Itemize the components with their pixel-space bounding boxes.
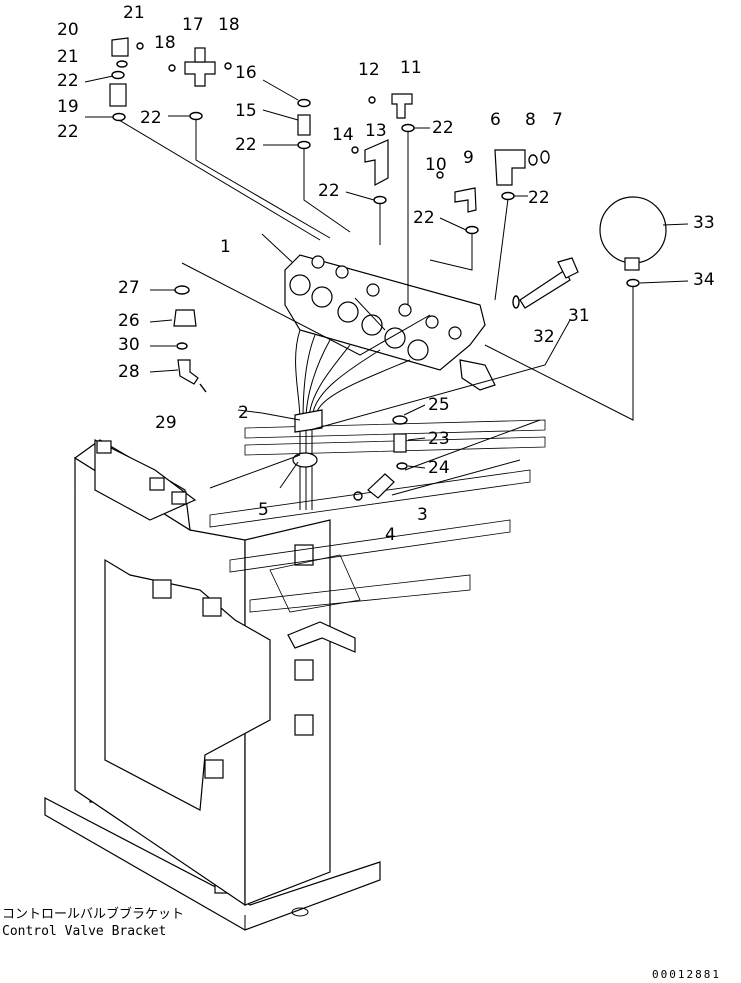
callout-22d: 22 [235, 135, 257, 155]
callout-20: 20 [57, 20, 79, 40]
callout-28: 28 [118, 362, 140, 382]
callout-31: 31 [568, 306, 590, 326]
callout-29: 29 [155, 413, 177, 433]
callout-8: 8 [525, 110, 536, 130]
callout-30: 30 [118, 335, 140, 355]
callout-7: 7 [552, 110, 563, 130]
callout-32: 32 [533, 327, 555, 347]
callout-4: 4 [385, 525, 396, 545]
callout-21a: 21 [123, 3, 145, 23]
callout-12: 12 [358, 60, 380, 80]
control-valve-bracket [44, 439, 381, 931]
callout-22g: 22 [413, 208, 435, 228]
watermark-shapes [209, 419, 546, 613]
control-valve [284, 254, 496, 510]
callout-22a: 22 [57, 71, 79, 91]
callout-19: 19 [57, 97, 79, 117]
callout-1: 1 [220, 237, 231, 257]
callout-13: 13 [365, 121, 387, 141]
callout-22c: 22 [140, 108, 162, 128]
callout-27: 27 [118, 278, 140, 298]
callout-10: 10 [425, 155, 447, 175]
callout-17: 17 [182, 15, 204, 35]
callout-34: 34 [693, 270, 715, 290]
leader-lines [118, 119, 634, 496]
callout-16: 16 [235, 63, 257, 83]
callout-22f: 22 [432, 118, 454, 138]
callout-3: 3 [417, 505, 428, 525]
document-number: 00012881 [652, 968, 721, 981]
callout-25: 25 [428, 395, 450, 415]
callout-26: 26 [118, 311, 140, 331]
callout-9: 9 [463, 148, 474, 168]
callout-22b: 22 [57, 122, 79, 142]
callout-24: 24 [428, 458, 450, 478]
callout-6: 6 [490, 110, 501, 130]
callout-2: 2 [238, 403, 249, 423]
callout-15: 15 [235, 101, 257, 121]
callout-22e: 22 [318, 181, 340, 201]
callout-33: 33 [693, 213, 715, 233]
part-callouts: 1 2 3 4 5 6 7 8 9 10 11 12 13 14 15 16 1… [57, 3, 715, 545]
callout-18a: 18 [154, 33, 176, 53]
callout-22h: 22 [528, 188, 550, 208]
fittings [109, 37, 667, 501]
callout-11: 11 [400, 58, 422, 78]
callout-23: 23 [428, 429, 450, 449]
callout-18b: 18 [218, 15, 240, 35]
caption-japanese: コントロールバルブブラケット [2, 906, 184, 922]
callout-5: 5 [258, 500, 269, 520]
callout-21b: 21 [57, 47, 79, 67]
callout-14: 14 [332, 125, 354, 145]
caption-english: Control Valve Bracket [2, 924, 166, 939]
